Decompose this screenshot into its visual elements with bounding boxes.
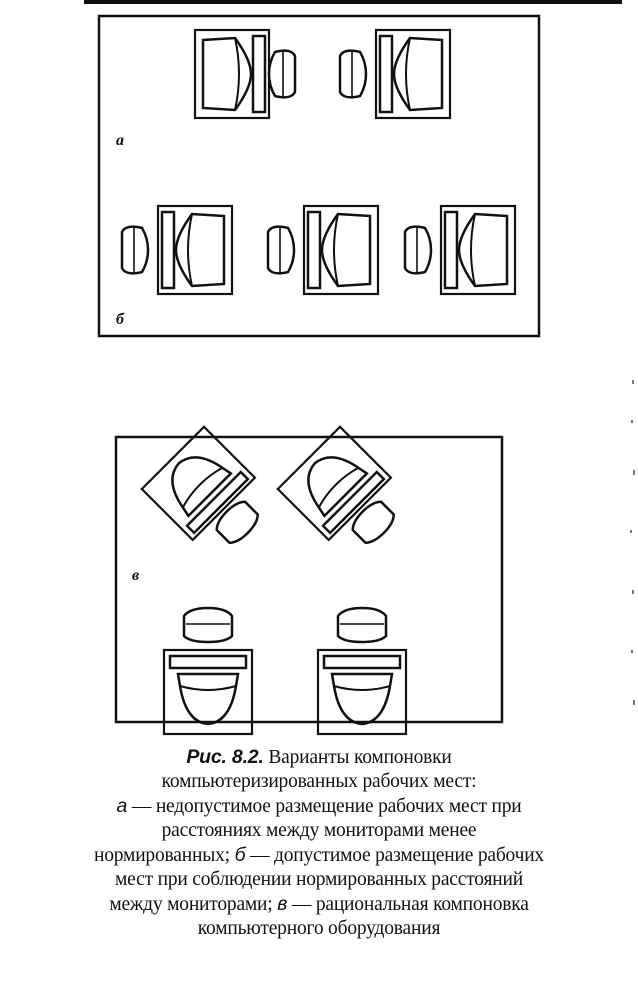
figure-caption: Рис. 8.2. Варианты компоновки компьютери… bbox=[20, 745, 618, 941]
caption-line-6: мест при соблюдении нормированных рассто… bbox=[115, 869, 523, 890]
workstation-a-right bbox=[338, 28, 452, 120]
caption-letter-a: а bbox=[116, 795, 128, 817]
workstation-b-1 bbox=[120, 204, 234, 296]
top-rule bbox=[84, 0, 622, 4]
panel-label-b: б bbox=[116, 311, 125, 328]
caption-line-1: Рис. 8.2. Варианты компоновки bbox=[20, 745, 618, 770]
caption-line-7-text-b: — рациональная компоновка bbox=[287, 894, 529, 915]
workstation-v-down-2 bbox=[316, 606, 408, 736]
scan-specks bbox=[630, 380, 635, 705]
caption-line-5-text-a: нормированных; bbox=[94, 845, 235, 866]
caption-line-5: нормированных; б — допустимое размещение… bbox=[20, 843, 618, 868]
workstation-v-down-1 bbox=[162, 606, 254, 736]
caption-letter-b: б bbox=[234, 844, 246, 866]
caption-line-8: компьютерного оборудования bbox=[197, 918, 441, 939]
room-outline-v bbox=[114, 435, 504, 724]
caption-line-4: расстояниях между мониторами менее bbox=[161, 820, 477, 841]
caption-line-1-text: Варианты компоновки bbox=[263, 747, 452, 768]
figure-8-2: а б в bbox=[97, 14, 635, 736]
caption-line-2: компьютеризированных рабочих мест: bbox=[161, 771, 477, 792]
figure-drawing: а б в bbox=[97, 14, 635, 736]
caption-line-3-text: — недопустимое размещение рабочих мест п… bbox=[127, 796, 522, 817]
panel-label-v: в bbox=[132, 567, 139, 584]
caption-line-3: а — недопустимое размещение рабочих мест… bbox=[20, 794, 618, 819]
workstation-a-left bbox=[193, 28, 297, 120]
panel-label-a: а bbox=[116, 132, 124, 149]
caption-line-5-text-b: — допустимое размещение рабочих bbox=[245, 845, 544, 866]
figure-number: Рис. 8.2. bbox=[186, 746, 264, 768]
workstation-b-3 bbox=[403, 204, 517, 296]
room-outline-ab bbox=[97, 14, 541, 338]
caption-line-7-text-a: между мониторами; bbox=[109, 894, 278, 915]
caption-letter-v: в bbox=[277, 893, 288, 915]
workstation-b-2 bbox=[266, 204, 380, 296]
workstation-v-diag-1 bbox=[140, 425, 281, 566]
caption-line-7: между мониторами; в — рациональная компо… bbox=[20, 892, 618, 917]
workstation-v-diag-2 bbox=[276, 425, 417, 566]
